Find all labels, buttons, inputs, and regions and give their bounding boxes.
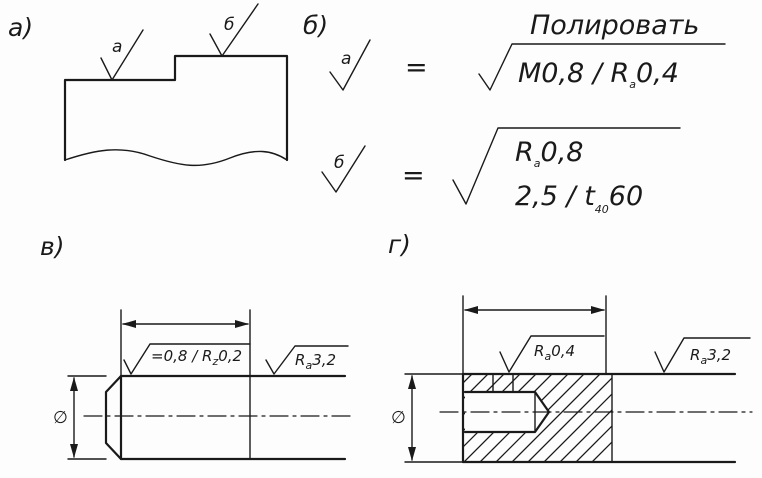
- surface-mark-b: б: [209, 3, 259, 57]
- surface-mark-b-label: б: [224, 15, 234, 35]
- roughness-line-b1: Ra0,8: [515, 137, 583, 170]
- length-dim-g: [462, 295, 607, 375]
- diameter-symbol-g: ∅: [391, 408, 406, 428]
- equals-b: =: [402, 160, 425, 191]
- roughness-sign-g-right: Ra3,2: [654, 337, 751, 373]
- roughness-text-g-right: Ra3,2: [690, 346, 731, 367]
- sign-a-letter: а: [341, 49, 351, 69]
- stepped-block: [63, 54, 289, 167]
- equals-a: =: [405, 52, 428, 83]
- roughness-text-v-right: Ra3,2: [295, 351, 336, 372]
- roughness-sign-g-left: Ra0,4: [499, 335, 605, 373]
- diameter-symbol-v: ∅: [53, 408, 68, 428]
- diameter-dim-v: ∅: [53, 375, 107, 460]
- roughness-line-b2: 2,5 / t4060: [515, 181, 643, 216]
- shaft-g: [439, 372, 753, 464]
- roughness-line-a: M0,8 / Ra0,4: [518, 58, 679, 91]
- panel-label-v: в): [40, 232, 65, 261]
- roughness-text-g-left: Ra0,4: [534, 342, 575, 363]
- shaft-v: [83, 374, 353, 461]
- panel-label-g: г): [388, 230, 411, 259]
- method-text: Полировать: [530, 10, 699, 41]
- surface-mark-a-label: а: [112, 37, 122, 57]
- roughness-sign-v-right: Ra3,2: [265, 345, 349, 375]
- surface-mark-a: а: [100, 29, 144, 81]
- diameter-dim-g: ∅: [391, 373, 464, 463]
- root-sign-b: [452, 127, 681, 205]
- roughness-text-v-left: =0,8 / Rz0,2: [151, 347, 242, 368]
- length-dim-v: [120, 309, 251, 377]
- panel-label-a: а): [8, 13, 33, 42]
- sign-b-letter: б: [334, 153, 344, 173]
- sign-b: б: [321, 145, 366, 193]
- panel-label-b: б): [303, 11, 328, 40]
- section-hatch: [463, 374, 612, 462]
- sign-a: а: [329, 39, 371, 91]
- root-sign-a: [478, 43, 726, 91]
- roughness-sign-v-left: =0,8 / Rz0,2: [123, 343, 251, 375]
